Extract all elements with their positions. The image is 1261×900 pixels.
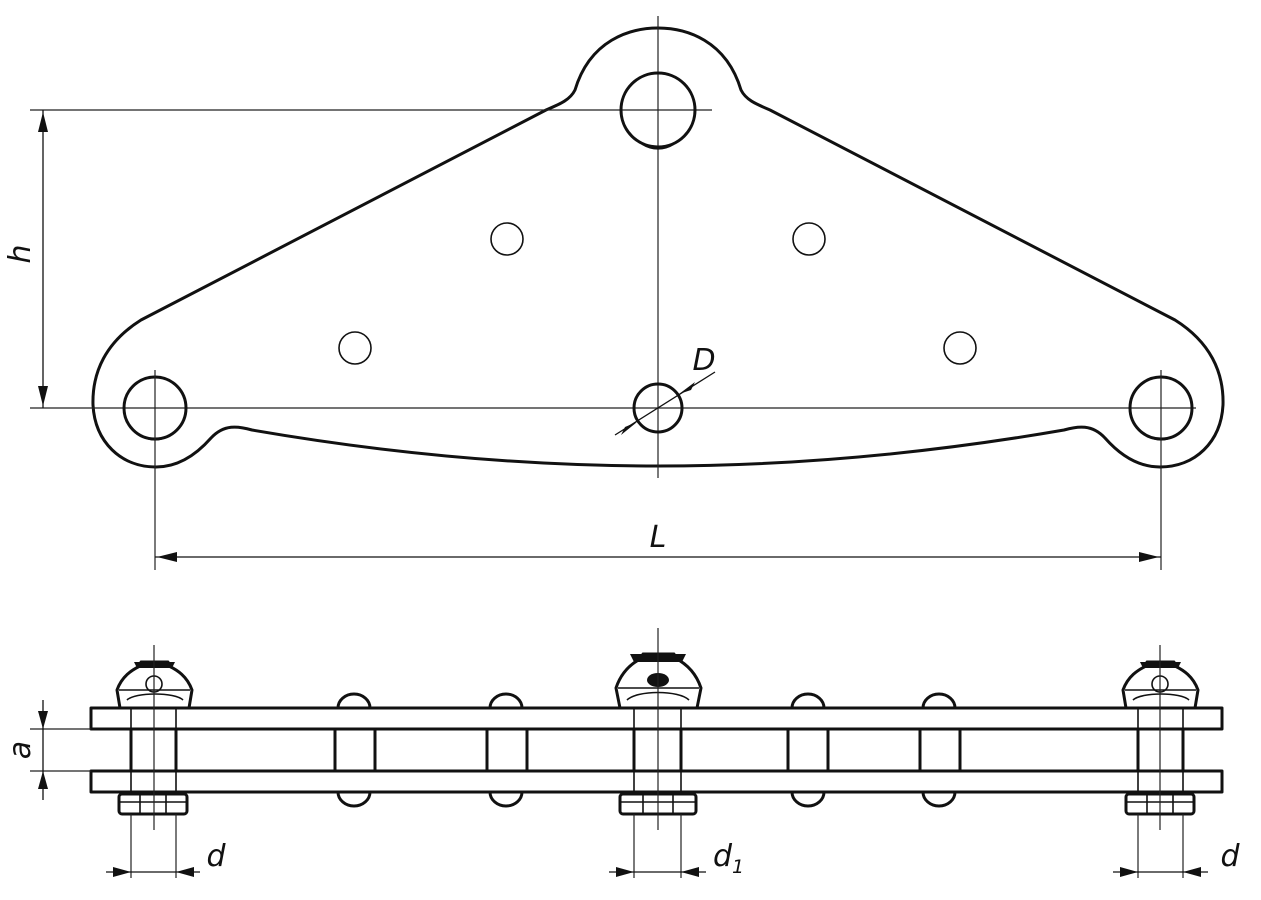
- nut-left: [117, 792, 189, 816]
- plan-view: h L D: [3, 16, 1225, 570]
- side-view: d d1 d a: [3, 628, 1240, 878]
- center-hole: [632, 382, 684, 434]
- label-h: h: [3, 244, 38, 263]
- top-bolt-hole: [619, 71, 697, 150]
- spacer-hole: [792, 222, 826, 256]
- spacer: [918, 727, 962, 773]
- spacer-hole: [490, 222, 524, 256]
- spacer: [786, 727, 830, 773]
- spacer: [485, 727, 529, 773]
- label-d1: d1: [713, 839, 744, 878]
- label-L: L: [650, 520, 667, 555]
- dimension-a: a: [3, 700, 91, 800]
- spacer-hole: [943, 331, 977, 365]
- upper-plate: [89, 706, 1224, 731]
- dimension-d1: d1: [609, 839, 744, 878]
- label-D: D: [692, 343, 715, 378]
- dimension-d-left: d: [106, 839, 226, 877]
- dimension-L: L: [155, 520, 1161, 562]
- label-d1-subscript: 1: [732, 856, 744, 878]
- label-a: a: [3, 741, 38, 759]
- lower-plate: [89, 769, 1224, 794]
- label-d-left: d: [206, 839, 226, 874]
- dimension-h: h: [3, 110, 48, 408]
- dimension-d-right: d: [1113, 839, 1240, 877]
- spacer: [333, 727, 377, 773]
- label-d1-base: d: [713, 839, 733, 874]
- label-d-right: d: [1220, 839, 1240, 874]
- spacer-hole: [338, 331, 372, 365]
- dimension-D: D: [614, 343, 716, 436]
- plate-outline: [91, 26, 1225, 469]
- spacer-bumps: [336, 692, 957, 808]
